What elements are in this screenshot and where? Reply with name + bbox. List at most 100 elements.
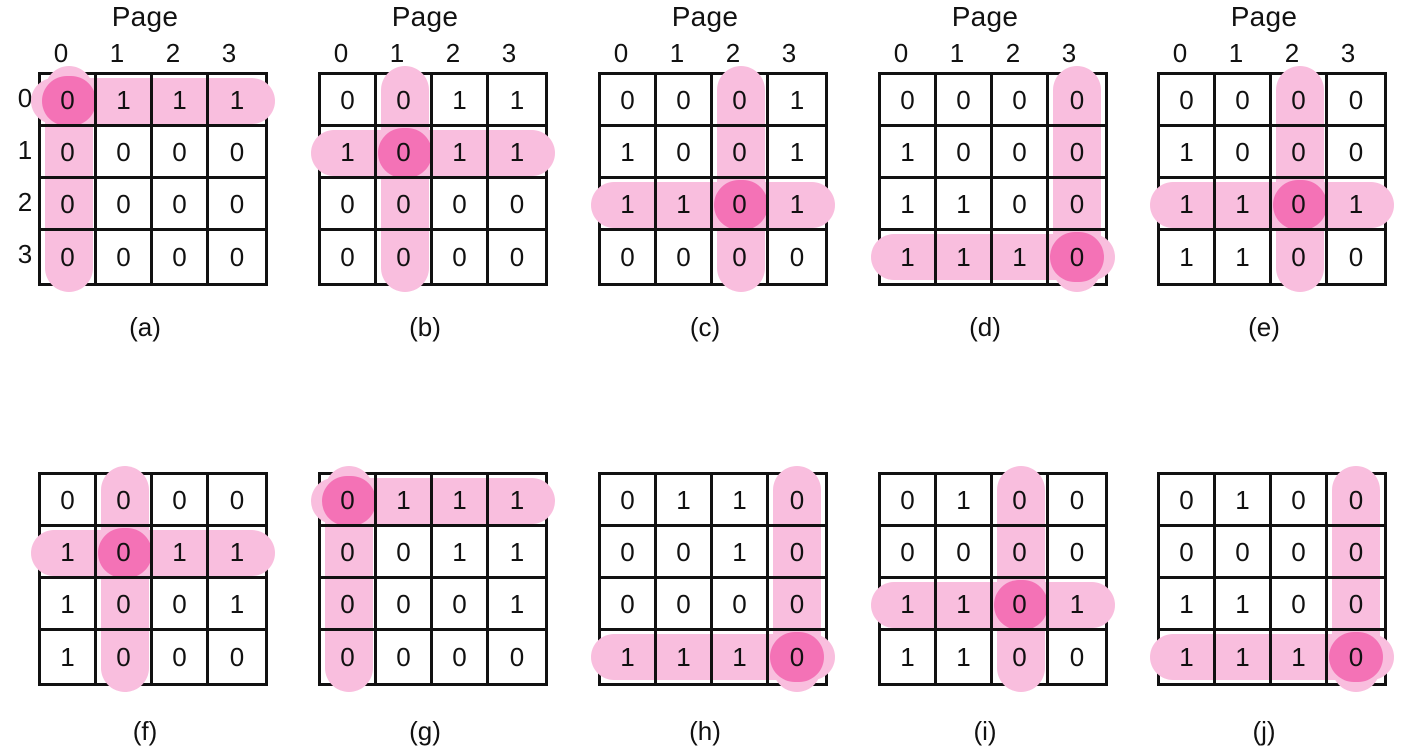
matrix-cell-r3-c2: 0 (433, 231, 489, 283)
matrix-cell-r2-c2: 0 (1272, 179, 1328, 231)
matrix-cell-r0-c3: 0 (1049, 475, 1105, 527)
matrix-panel-c: Page012301230001100111010000(c) (560, 0, 840, 343)
matrix-cell-r1-c2: 0 (1272, 127, 1328, 179)
matrix-cell-r3-c2: 0 (153, 631, 209, 683)
matrix-cell-r1-c0: 0 (1160, 527, 1216, 579)
column-header-0: 0 (333, 38, 349, 68)
matrix-cell-r3-c1: 0 (377, 631, 433, 683)
matrix-cell-r3-c3: 0 (229, 242, 245, 272)
matrix-cell-r2-c0: 1 (41, 579, 97, 631)
matrix-cell-r1-c3: 0 (1049, 527, 1105, 579)
matrix-cell-r2-c2: 0 (153, 179, 209, 231)
row-header-0: 0 (17, 83, 33, 113)
column-header-2: 2 (445, 38, 461, 68)
matrix-cell-r1-c1: 0 (937, 127, 993, 179)
matrix-cell-r3-c1: 1 (937, 231, 993, 283)
page-axis-title: Page (1230, 1, 1298, 32)
matrix-cell-r3-c3: 0 (1348, 642, 1364, 672)
matrix-cell-r2-c1: 1 (1216, 579, 1272, 631)
column-header-1: 1 (949, 38, 965, 68)
matrix-panel-e: Page012301230000100011011100(e) (1120, 0, 1398, 343)
matrix-cell-r0-c3: 1 (489, 475, 545, 527)
panel-caption: (b) (409, 312, 441, 342)
matrix-cell-r2-c2: 0 (433, 579, 489, 631)
row-header-2: 2 (17, 187, 33, 217)
matrix-cell-r0-c2: 1 (433, 75, 489, 127)
panel-caption: (i) (973, 716, 997, 746)
matrix-cell-r2-c2: 0 (153, 579, 209, 631)
column-header-3: 3 (1340, 38, 1356, 68)
matrix-panel-b: Page012301230011101100000000(b) (280, 0, 560, 343)
matrix-cell-r1-c3: 1 (209, 527, 265, 579)
matrix-cell-r2-c0: 1 (881, 179, 937, 231)
matrix-cell-r1-c1: 0 (657, 527, 713, 579)
grid-wrapper: 01230100000011011100 (852, 466, 1115, 692)
matrix-cell-r3-c2: 0 (433, 631, 489, 683)
matrix-cell-r0-c2: 1 (153, 75, 209, 127)
panel-caption: (j) (1252, 716, 1276, 746)
matrix-cell-r0-c0: 0 (601, 475, 657, 527)
matrix-cell-r2-c3: 1 (1049, 579, 1105, 631)
matrix-cell-r1-c3: 1 (489, 127, 545, 179)
row-header-3: 3 (17, 239, 33, 269)
matrix-cell-r2-c3: 0 (1049, 179, 1105, 231)
matrix-cell-r3-c0: 1 (1160, 231, 1216, 283)
panel-caption: (c) (689, 312, 721, 342)
matrix-cell-r0-c0: 0 (1160, 475, 1216, 527)
matrix-cell-r1-c3: 0 (209, 127, 265, 179)
matrix-cell-r3-c2: 1 (993, 231, 1049, 283)
matrix-cell-r1-c2: 0 (713, 127, 769, 179)
matrix-cell-r0-c1: 0 (1216, 75, 1272, 127)
page-axis-title: Page (951, 1, 1019, 32)
matrix-cell-r3-c1: 1 (937, 631, 993, 683)
matrix-cell-r3-c3: 0 (1348, 242, 1364, 272)
column-header-2: 2 (165, 38, 181, 68)
matrix-cell-r3-c2: 0 (713, 231, 769, 283)
matrix-cell-r1-c2: 0 (993, 127, 1049, 179)
matrix-cell-r2-c3: 1 (1328, 179, 1384, 231)
matrix-cell-r2-c2: 0 (433, 179, 489, 231)
matrix-cell-r0-c3: 0 (1328, 475, 1384, 527)
matrix-cell-r2-c3: 1 (769, 179, 825, 231)
matrix-cell-r2-c1: 1 (937, 179, 993, 231)
matrix-cell-r1-c2: 1 (433, 127, 489, 179)
matrix-panel-h: 01230110001000001110(h) (560, 400, 840, 747)
matrix-cell-r3-c0: 1 (1160, 631, 1216, 683)
matrix-cell-r1-c0: 0 (881, 527, 937, 579)
matrix-cell-r2-c0: 0 (41, 179, 97, 231)
matrix-cell-r2-c3: 0 (769, 579, 825, 631)
matrix-cell-r2-c1: 0 (97, 179, 153, 231)
matrix-cell-r1-c0: 0 (601, 527, 657, 579)
column-header-0: 0 (53, 38, 69, 68)
matrix-cell-r0-c1: 1 (937, 475, 993, 527)
matrix-cell-r3-c2: 0 (153, 231, 209, 283)
matrix-cell-r0-c3: 1 (209, 75, 265, 127)
matrix-cell-r0-c0: 0 (41, 75, 97, 127)
panel-row-bottom: 01230000101110011000(f)01230111001100010… (0, 400, 1408, 747)
matrix-cell-r0-c0: 0 (41, 475, 97, 527)
matrix-cell-r3-c2: 1 (713, 631, 769, 683)
grid-wrapper: 01230000101110011000 (12, 466, 275, 692)
matrix-cell-r1-c3: 1 (489, 527, 545, 579)
matrix-cell-r0-c1: 0 (657, 75, 713, 127)
matrix-cell-r1-c1: 0 (97, 127, 153, 179)
